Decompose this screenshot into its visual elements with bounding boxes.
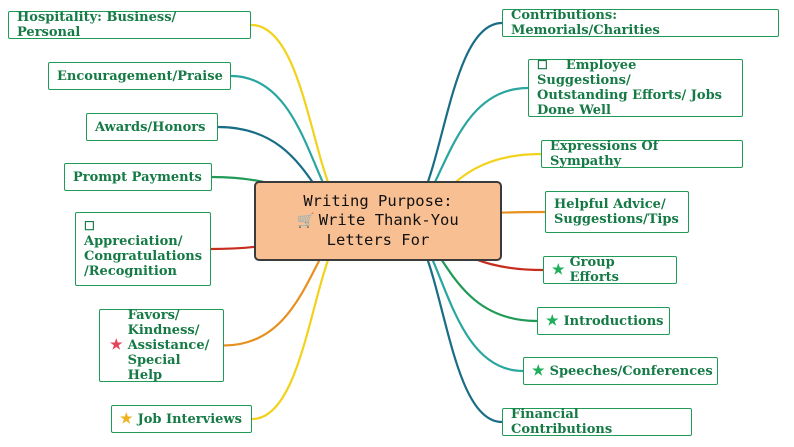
star-icon: ★ [546,312,559,329]
node-hospitality[interactable]: Hospitality: Business/ Personal [8,10,251,40]
central-topic-line: Writing Purpose: [303,192,453,210]
node-label: Encouragement/Praise [57,68,223,84]
node-introductions[interactable]: ★ Introductions [537,307,670,335]
node-favors[interactable]: ★ Favors/ Kindness/ Assistance/ Special … [99,308,224,383]
node-appreciation[interactable]: ☐ Appreciation/ Congratulations /Recogni… [75,212,211,286]
node-helpful-advice[interactable]: Helpful Advice/ Suggestions/Tips [545,191,689,233]
node-employee-suggestions[interactable]: ☐ Employee Suggestions/ Outstanding Effo… [528,58,743,118]
shopping-cart-icon: 🛒 [297,213,315,229]
node-line: Assistance/ [127,338,210,353]
node-label: Financial Contributions [511,407,613,437]
node-line: /Recognition [84,264,177,279]
node-label: Contributions: Memorials/Charities [511,8,660,38]
node-job-interviews[interactable]: ★ Job Interviews [111,405,252,433]
star-icon: ★ [552,261,565,278]
node-speeches[interactable]: ★ Speeches/Conferences [523,357,718,385]
node-line: Kindness/ [127,323,200,338]
central-topic-line: Letters For [326,231,430,249]
node-label: Group Efforts [569,255,619,285]
node-line: Special Help [127,353,181,383]
star-icon: ★ [120,410,133,427]
node-label: Hospitality: Business/ Personal [17,10,177,40]
node-line: Done Well [537,103,611,118]
checkbox-icon: ☐ [537,58,548,72]
node-line: Congratulations [84,249,203,264]
node-label: Introductions [563,313,664,329]
node-line: Appreciation/ [84,234,183,249]
node-line: Suggestions/Tips [554,212,679,227]
node-financial-contributions[interactable]: Financial Contributions [502,407,692,437]
node-awards[interactable]: Awards/Honors [86,113,218,141]
node-line: Employee Suggestions/ [537,58,637,88]
node-line: Helpful Advice/ [554,197,666,212]
node-label: Job Interviews [137,411,242,427]
node-sympathy[interactable]: Expressions Of Sympathy [541,139,743,169]
node-encouragement[interactable]: Encouragement/Praise [48,62,231,90]
node-label: Speeches/Conferences [549,363,713,379]
node-prompt-payments[interactable]: Prompt Payments [64,163,212,191]
checkbox-icon: ☐ [84,219,95,233]
node-contributions-memorials[interactable]: Contributions: Memorials/Charities [502,8,779,38]
node-label: Awards/Honors [95,119,206,135]
central-topic[interactable]: Writing Purpose: 🛒Write Thank-You Letter… [254,181,502,261]
star-icon: ★ [110,337,123,353]
node-group-efforts[interactable]: ★ Group Efforts [543,255,677,285]
node-line: Outstanding Efforts/ Jobs [537,88,723,103]
node-label: Prompt Payments [73,169,202,185]
node-line: Favors/ [127,308,180,323]
node-label: Expressions Of Sympathy [550,139,659,169]
central-topic-line: Write Thank-You [318,211,459,229]
star-icon: ★ [532,362,545,379]
